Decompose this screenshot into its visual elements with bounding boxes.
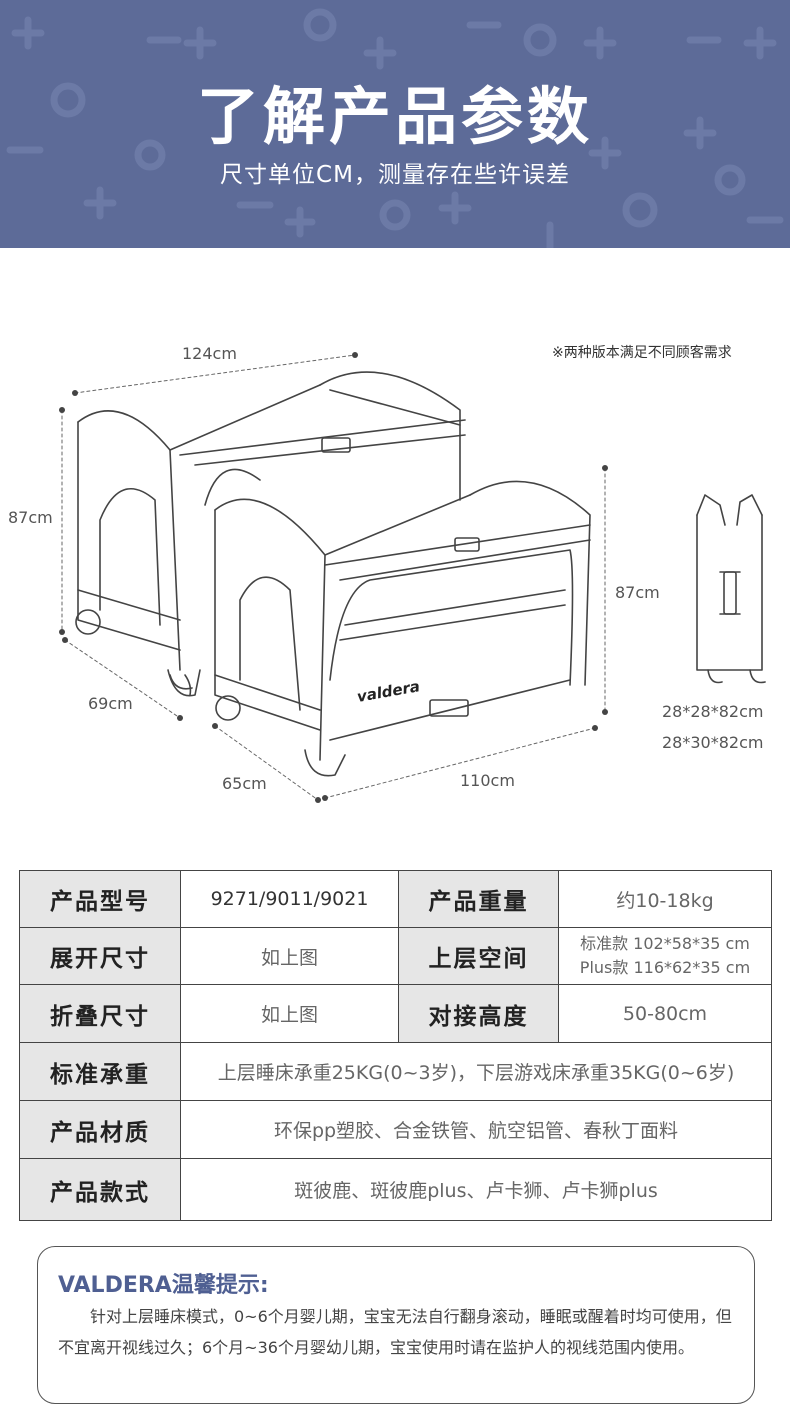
spec-label: 产品型号 [19, 870, 181, 928]
spec-value: 如上图 [180, 927, 399, 985]
page-title: 了解产品参数 [196, 80, 593, 153]
spec-value: 斑彼鹿、斑彼鹿plus、卢卡狮、卢卡狮plus [180, 1158, 772, 1221]
version-note: ※两种版本满足不同顾客需求 [552, 345, 732, 361]
dimension-diagram: ※两种版本满足不同顾客需求 [0, 330, 790, 810]
spec-label: 折叠尺寸 [19, 984, 181, 1043]
tip-box: VALDERA温馨提示: 针对上层睡床模式，0~6个月婴儿期，宝宝无法自行翻身滚… [37, 1246, 755, 1404]
spec-value: 50-80cm [558, 984, 772, 1043]
spec-label: 上层空间 [398, 927, 559, 985]
playpen-illustration: valdera [59, 352, 766, 803]
dim-folded-1: 28*28*82cm [662, 702, 764, 721]
large-crib-drawing [75, 371, 466, 697]
spec-label: 展开尺寸 [19, 927, 181, 985]
spec-value: 环保pp塑胶、合金铁管、航空铝管、春秋丁面料 [180, 1100, 772, 1159]
spec-table: 产品型号 9271/9011/9021 产品重量 约10-18kg 展开尺寸 如… [19, 870, 772, 1221]
dim-folded-2: 28*30*82cm [662, 733, 764, 752]
tip-body: 针对上层睡床模式，0~6个月婴儿期，宝宝无法自行翻身滚动，睡眠或醒着时均可使用，… [58, 1307, 732, 1357]
spec-value-line: 标准款 102*58*35 cm [580, 934, 750, 953]
spec-value-line: Plus款 116*62*35 cm [579, 958, 751, 977]
small-crib-drawing [169, 480, 591, 777]
table-row: 产品型号 9271/9011/9021 产品重量 约10-18kg [19, 870, 772, 928]
brand-logo: valdera [356, 677, 422, 706]
spec-value: 如上图 [180, 984, 399, 1043]
table-row: 产品款式 斑彼鹿、斑彼鹿plus、卢卡狮、卢卡狮plus [19, 1158, 772, 1221]
dim-right-height: 87cm [615, 583, 660, 602]
dim-back-depth: 69cm [88, 694, 133, 713]
banner-pattern [6, 8, 784, 248]
dimension-lines [61, 354, 606, 801]
spec-label: 标准承重 [19, 1042, 181, 1101]
table-row: 标准承重 上层睡床承重25KG(0~3岁)，下层游戏床承重35KG(0~6岁) [19, 1042, 772, 1101]
spec-label: 产品重量 [398, 870, 559, 928]
table-row: 折叠尺寸 如上图 对接高度 50-80cm [19, 984, 772, 1043]
dim-top-length: 124cm [182, 344, 237, 363]
dim-left-height: 87cm [8, 508, 53, 527]
header-banner: 了解产品参数 尺寸单位CM，测量存在些许误差 [0, 0, 790, 248]
spec-value: 9271/9011/9021 [180, 870, 399, 928]
dim-front-length: 110cm [460, 771, 515, 790]
spec-label: 产品款式 [19, 1158, 181, 1221]
table-row: 产品材质 环保pp塑胶、合金铁管、航空铝管、春秋丁面料 [19, 1100, 772, 1159]
table-row: 展开尺寸 如上图 上层空间 标准款 102*58*35 cm Plus款 116… [19, 927, 772, 985]
spec-value: 上层睡床承重25KG(0~3岁)，下层游戏床承重35KG(0~6岁) [180, 1042, 772, 1101]
spec-value-multiline: 标准款 102*58*35 cm Plus款 116*62*35 cm [558, 927, 772, 985]
page-subtitle: 尺寸单位CM，测量存在些许误差 [220, 162, 570, 188]
spec-label: 产品材质 [19, 1100, 181, 1159]
spec-label: 对接高度 [398, 984, 559, 1043]
tip-title: VALDERA温馨提示: [58, 1273, 269, 1298]
dim-front-depth: 65cm [222, 774, 267, 793]
spec-value: 约10-18kg [558, 870, 772, 928]
folded-crib-drawing [696, 494, 766, 684]
